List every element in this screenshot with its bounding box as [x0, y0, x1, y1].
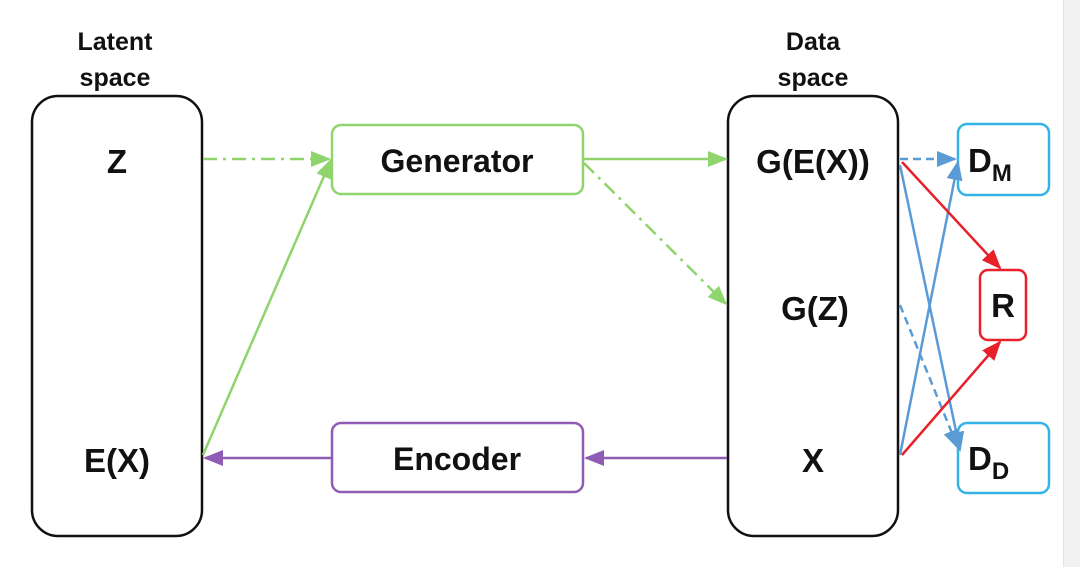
discriminator-r-label: R	[991, 287, 1015, 324]
latent-space-heading: Latent space	[78, 28, 154, 92]
discriminator-dd-box	[956, 421, 1051, 495]
generator-box	[330, 123, 585, 196]
latent-heading-line1: Latent	[78, 28, 154, 56]
arrow-ex-to-generator	[201, 158, 333, 456]
arrow-x-to-r	[901, 340, 1002, 456]
dm-subscript: M	[992, 160, 1012, 187]
dd-base: D	[968, 440, 992, 477]
latent-node-ex: E(X)	[84, 442, 150, 479]
data-node-x: X	[802, 442, 824, 479]
discriminator-dm-label: DM	[968, 142, 1012, 187]
data-space-box	[726, 94, 900, 538]
arrow-gex-to-dd	[898, 164, 965, 452]
data-node-gex: G(E(X))	[756, 143, 870, 180]
discriminator-r-box	[978, 268, 1028, 342]
encoder-label: Encoder	[393, 441, 521, 477]
data-heading-line1: Data	[786, 28, 841, 56]
scrollbar-track[interactable]	[1063, 0, 1080, 567]
dd-subscript: D	[992, 458, 1009, 485]
latent-heading-line2: space	[80, 64, 151, 92]
latent-space-box	[30, 94, 204, 538]
data-node-gz: G(Z)	[781, 290, 849, 327]
arrow-gex-to-r	[901, 161, 1002, 270]
latent-node-z: Z	[107, 143, 127, 180]
discriminator-dm-box	[956, 122, 1051, 197]
arrow-gz-to-dd	[898, 304, 960, 450]
arrow-generator-to-gz	[583, 162, 728, 306]
data-space-heading: Data space	[778, 28, 849, 92]
discriminator-dd-label: DD	[968, 440, 1009, 485]
data-heading-line2: space	[778, 64, 849, 92]
dm-base: D	[968, 142, 992, 179]
generator-label: Generator	[381, 143, 534, 179]
